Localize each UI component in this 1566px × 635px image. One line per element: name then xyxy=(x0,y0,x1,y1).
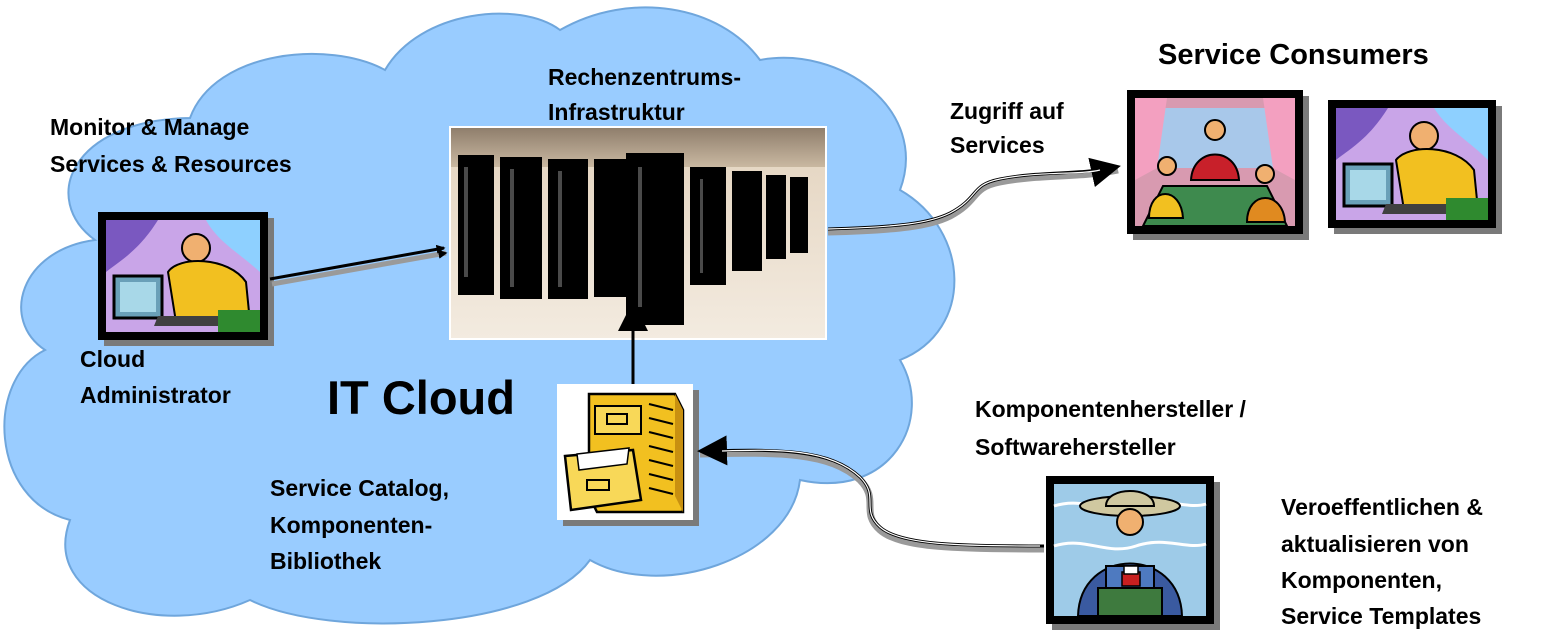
vendor-label-line1: Komponentenhersteller / xyxy=(975,396,1246,422)
consumers-title: Service Consumers xyxy=(1158,39,1429,71)
publish-label-line2: aktualisieren von xyxy=(1281,531,1469,557)
admin-label-line1: Cloud xyxy=(80,346,146,372)
access-label-line2: Services xyxy=(950,132,1045,158)
arrow-vendor-to-catalog xyxy=(697,435,1045,553)
publish-label-line4: Service Templates xyxy=(1281,603,1482,629)
admin-label-line2: Administrator xyxy=(80,382,231,408)
arrow-admin-to-datacenter xyxy=(269,244,448,287)
vendor-farmer-icon xyxy=(1046,476,1220,630)
arrow-datacenter-to-consumers xyxy=(827,157,1121,236)
catalog-label-line3: Bibliothek xyxy=(270,548,382,574)
datacenter-photo xyxy=(449,126,827,340)
meeting-people-icon xyxy=(1127,90,1309,240)
monitor-label-line1: Monitor & Manage xyxy=(50,114,250,140)
cloud-title: IT Cloud xyxy=(327,371,515,424)
file-cabinet-icon xyxy=(557,384,699,526)
datacenter-label-line1: Rechenzentrums- xyxy=(548,64,741,90)
monitor-label-line2: Services & Resources xyxy=(50,151,292,177)
admin-computer-icon xyxy=(98,212,274,346)
publish-label-line3: Komponenten, xyxy=(1281,567,1442,593)
datacenter-label-line2: Infrastruktur xyxy=(548,99,685,125)
access-label-line1: Zugriff auf xyxy=(950,98,1064,124)
consumer-computer-icon xyxy=(1328,100,1502,234)
catalog-label-line1: Service Catalog, xyxy=(270,475,449,501)
vendor-label-line2: Softwarehersteller xyxy=(975,434,1176,460)
publish-label-line1: Veroeffentlichen & xyxy=(1281,494,1483,520)
catalog-label-line2: Komponenten- xyxy=(270,512,433,538)
